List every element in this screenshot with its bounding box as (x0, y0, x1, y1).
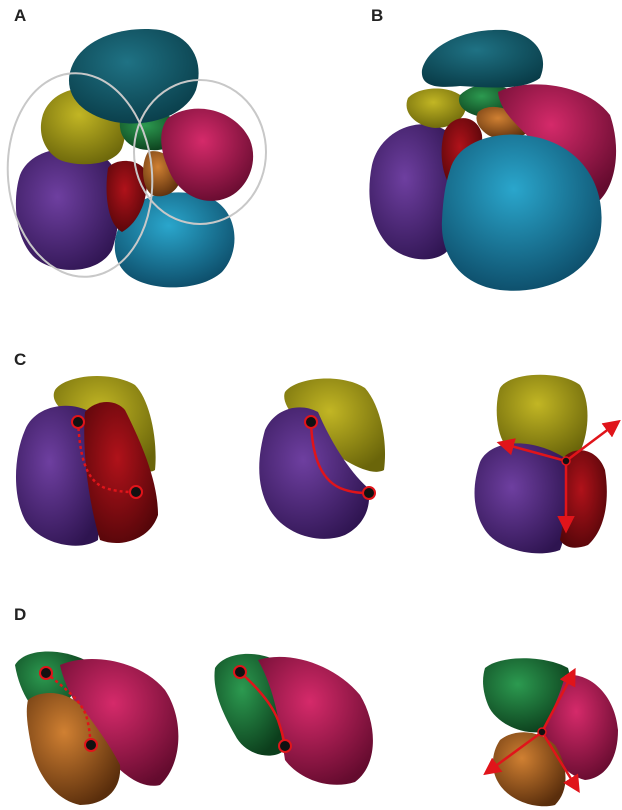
panel-b-embryo (369, 30, 616, 291)
c1-vertex-bottom (130, 486, 142, 498)
d1-vertex-top (40, 667, 52, 679)
panel-c-right (475, 375, 618, 554)
panel-a-embryo (0, 29, 266, 287)
d2-vertex-bottom (279, 740, 291, 752)
panel-c-middle (259, 378, 385, 538)
a-teal-cell (69, 29, 199, 123)
d3-vertex (538, 728, 546, 736)
d1-vertex-bottom (85, 739, 97, 751)
c2-vertex-top (305, 416, 317, 428)
c2-vertex-bottom (363, 487, 375, 499)
d2-vertex-top (234, 666, 246, 678)
a-purple-cell (16, 148, 120, 270)
c1-vertex-top (72, 416, 84, 428)
panel-d-middle (214, 654, 372, 785)
panel-c-left (16, 376, 158, 546)
c3-vertex (562, 457, 570, 465)
c3-purple-cell (475, 443, 568, 553)
panel-d-right (483, 658, 618, 806)
b-teal-cell (422, 30, 543, 88)
panel-d-left (15, 652, 178, 805)
